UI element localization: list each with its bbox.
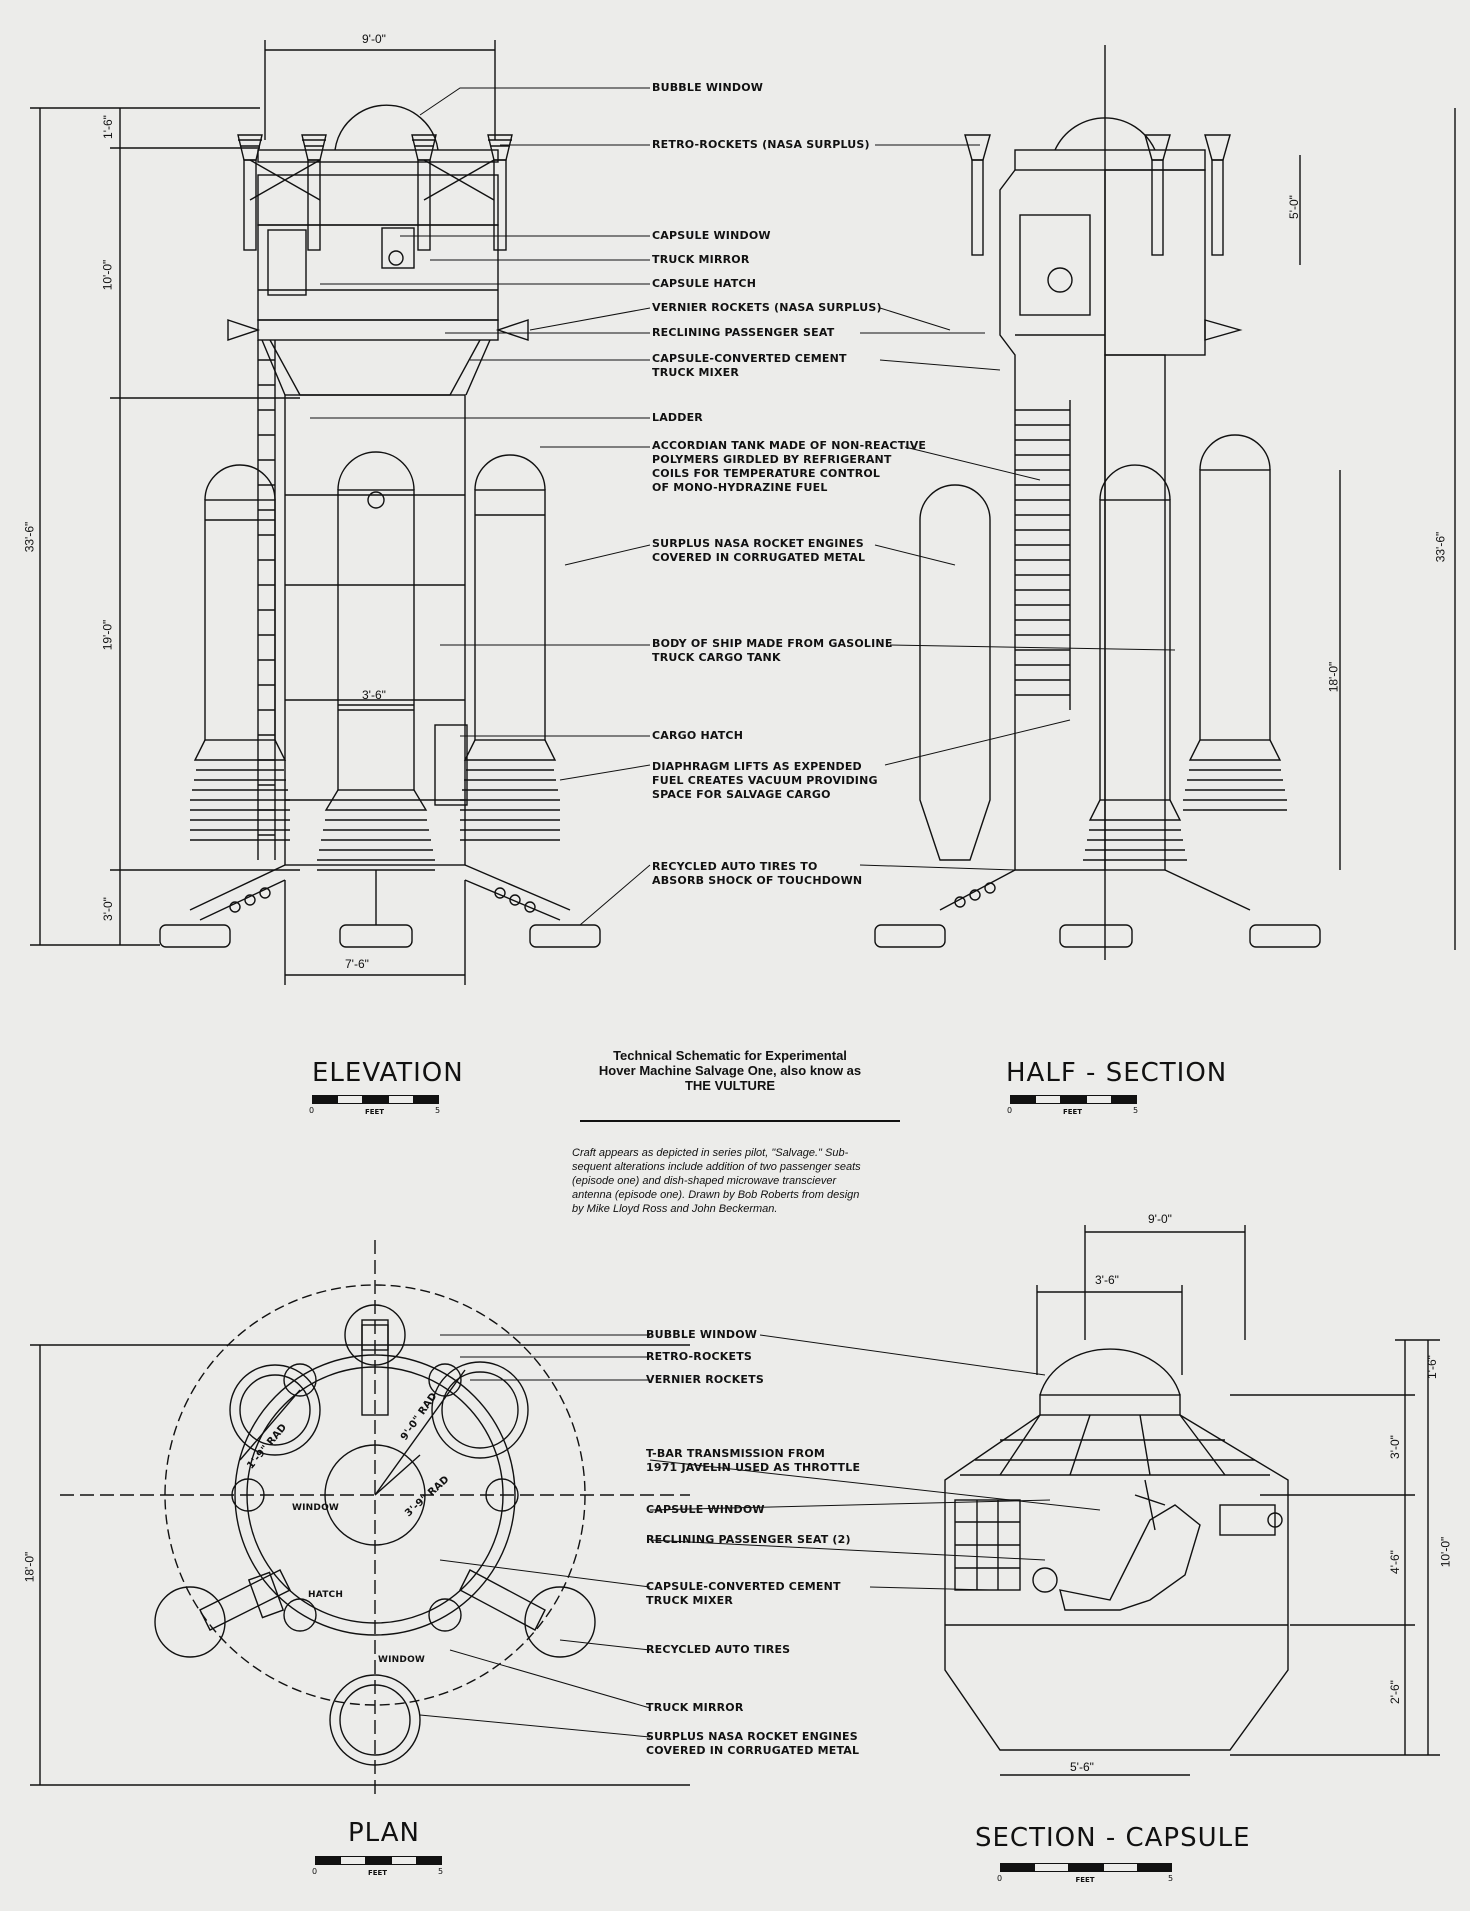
dim-hs-total: 33'-6" [1433,531,1448,563]
dim-cap-upper: 3'-0" [1387,1435,1402,1459]
label-reclining-seat-2: RECLINING PASSENGER SEAT (2) [646,1533,851,1546]
label-reclining-seat: RECLINING PASSENGER SEAT [652,326,835,339]
label-cargo-hatch: CARGO HATCH [652,729,744,742]
dim-elev-capsule: 10'-0" [100,259,115,291]
dim-cap-lower: 2'-6" [1387,1680,1402,1704]
dim-hs-capsule-top: 5'-0" [1286,195,1301,219]
dim-cap-width-top: 9'-0" [1148,1212,1172,1226]
dim-cap-base-width: 5'-6" [1070,1760,1094,1774]
caption-line: Craft appears as depicted in series pilo… [572,1147,849,1159]
dim-elev-total: 33'-6" [22,521,37,553]
elevation-drawing [30,40,601,985]
dim-cap-dome-width: 3'-6" [1095,1273,1119,1287]
view-title-section-capsule: SECTION - CAPSULE [975,1823,1251,1853]
label-truck-mirror-2: TRUCK MIRROR [646,1701,744,1714]
dim-plan-diameter: 18'-0" [22,1551,37,1583]
plan-window-label: WINDOW [292,1503,340,1513]
plan-window-label-2: WINDOW [378,1655,426,1665]
label-vernier-rockets-2: VERNIER ROCKETS [646,1373,764,1386]
label-retro-rockets: RETRO-ROCKETS (NASA SURPLUS) [652,138,870,151]
schematic-caption: Craft appears as depicted in series pilo… [572,1146,912,1216]
dim-hs-engine: 18'-0" [1326,661,1341,693]
title-line: Technical Schematic for Experimental [613,1048,847,1063]
caption-line: antenna (episode one). Drawn by Bob Robe… [572,1189,860,1201]
dim-elev-legs: 3'-0" [100,897,115,921]
label-auto-tires-2: RECYCLED AUTO TIRES [646,1643,791,1656]
label-truck-mirror: TRUCK MIRROR [652,253,750,266]
plan-drawing [30,1240,690,1800]
dim-cap-middle: 4'-6" [1387,1550,1402,1574]
dim-elev-dome: 1'-6" [100,115,115,139]
caption-line: by Mike Lloyd Ross and John Beckerman. [572,1203,778,1215]
dim-elev-engine-width: 3'-6" [362,688,386,702]
schematic-title: Technical Schematic for Experimental Hov… [560,1048,900,1093]
caption-line: (episode one) and dish-shaped microwave … [572,1175,837,1187]
leader-lines [310,87,1176,1738]
label-capsule-window: CAPSULE WINDOW [652,229,771,242]
dim-cap-dome: 1'-6" [1424,1355,1439,1379]
section-capsule-drawing [944,1225,1440,1776]
view-title-half-section: HALF - SECTION [1006,1058,1228,1088]
title-line: Hover Machine Salvage One, also know as [598,1063,862,1078]
title-line: THE VULTURE [684,1078,776,1093]
label-capsule-hatch: CAPSULE HATCH [652,277,757,290]
dim-elev-width-top: 9'-0" [362,32,386,46]
dim-elev-base-width: 7'-6" [345,957,369,971]
dim-elev-body: 19'-0" [100,619,115,651]
label-retro-rockets-2: RETRO-ROCKETS [646,1350,753,1363]
half-section-drawing [874,45,1456,960]
plan-hatch-label: HATCH [308,1590,344,1600]
title-divider [580,1120,900,1122]
label-vernier-rockets: VERNIER ROCKETS (NASA SURPLUS) [652,301,882,314]
caption-line: sequent alterations include addition of … [572,1161,861,1173]
label-capsule-window-2: CAPSULE WINDOW [646,1503,765,1516]
view-title-plan: PLAN [348,1818,420,1848]
label-bubble-window-2: BUBBLE WINDOW [646,1328,758,1341]
dim-cap-total: 10'-0" [1438,1536,1453,1568]
label-ladder: LADDER [652,411,703,424]
view-title-elevation: ELEVATION [312,1058,464,1088]
label-bubble-window: BUBBLE WINDOW [652,81,764,94]
